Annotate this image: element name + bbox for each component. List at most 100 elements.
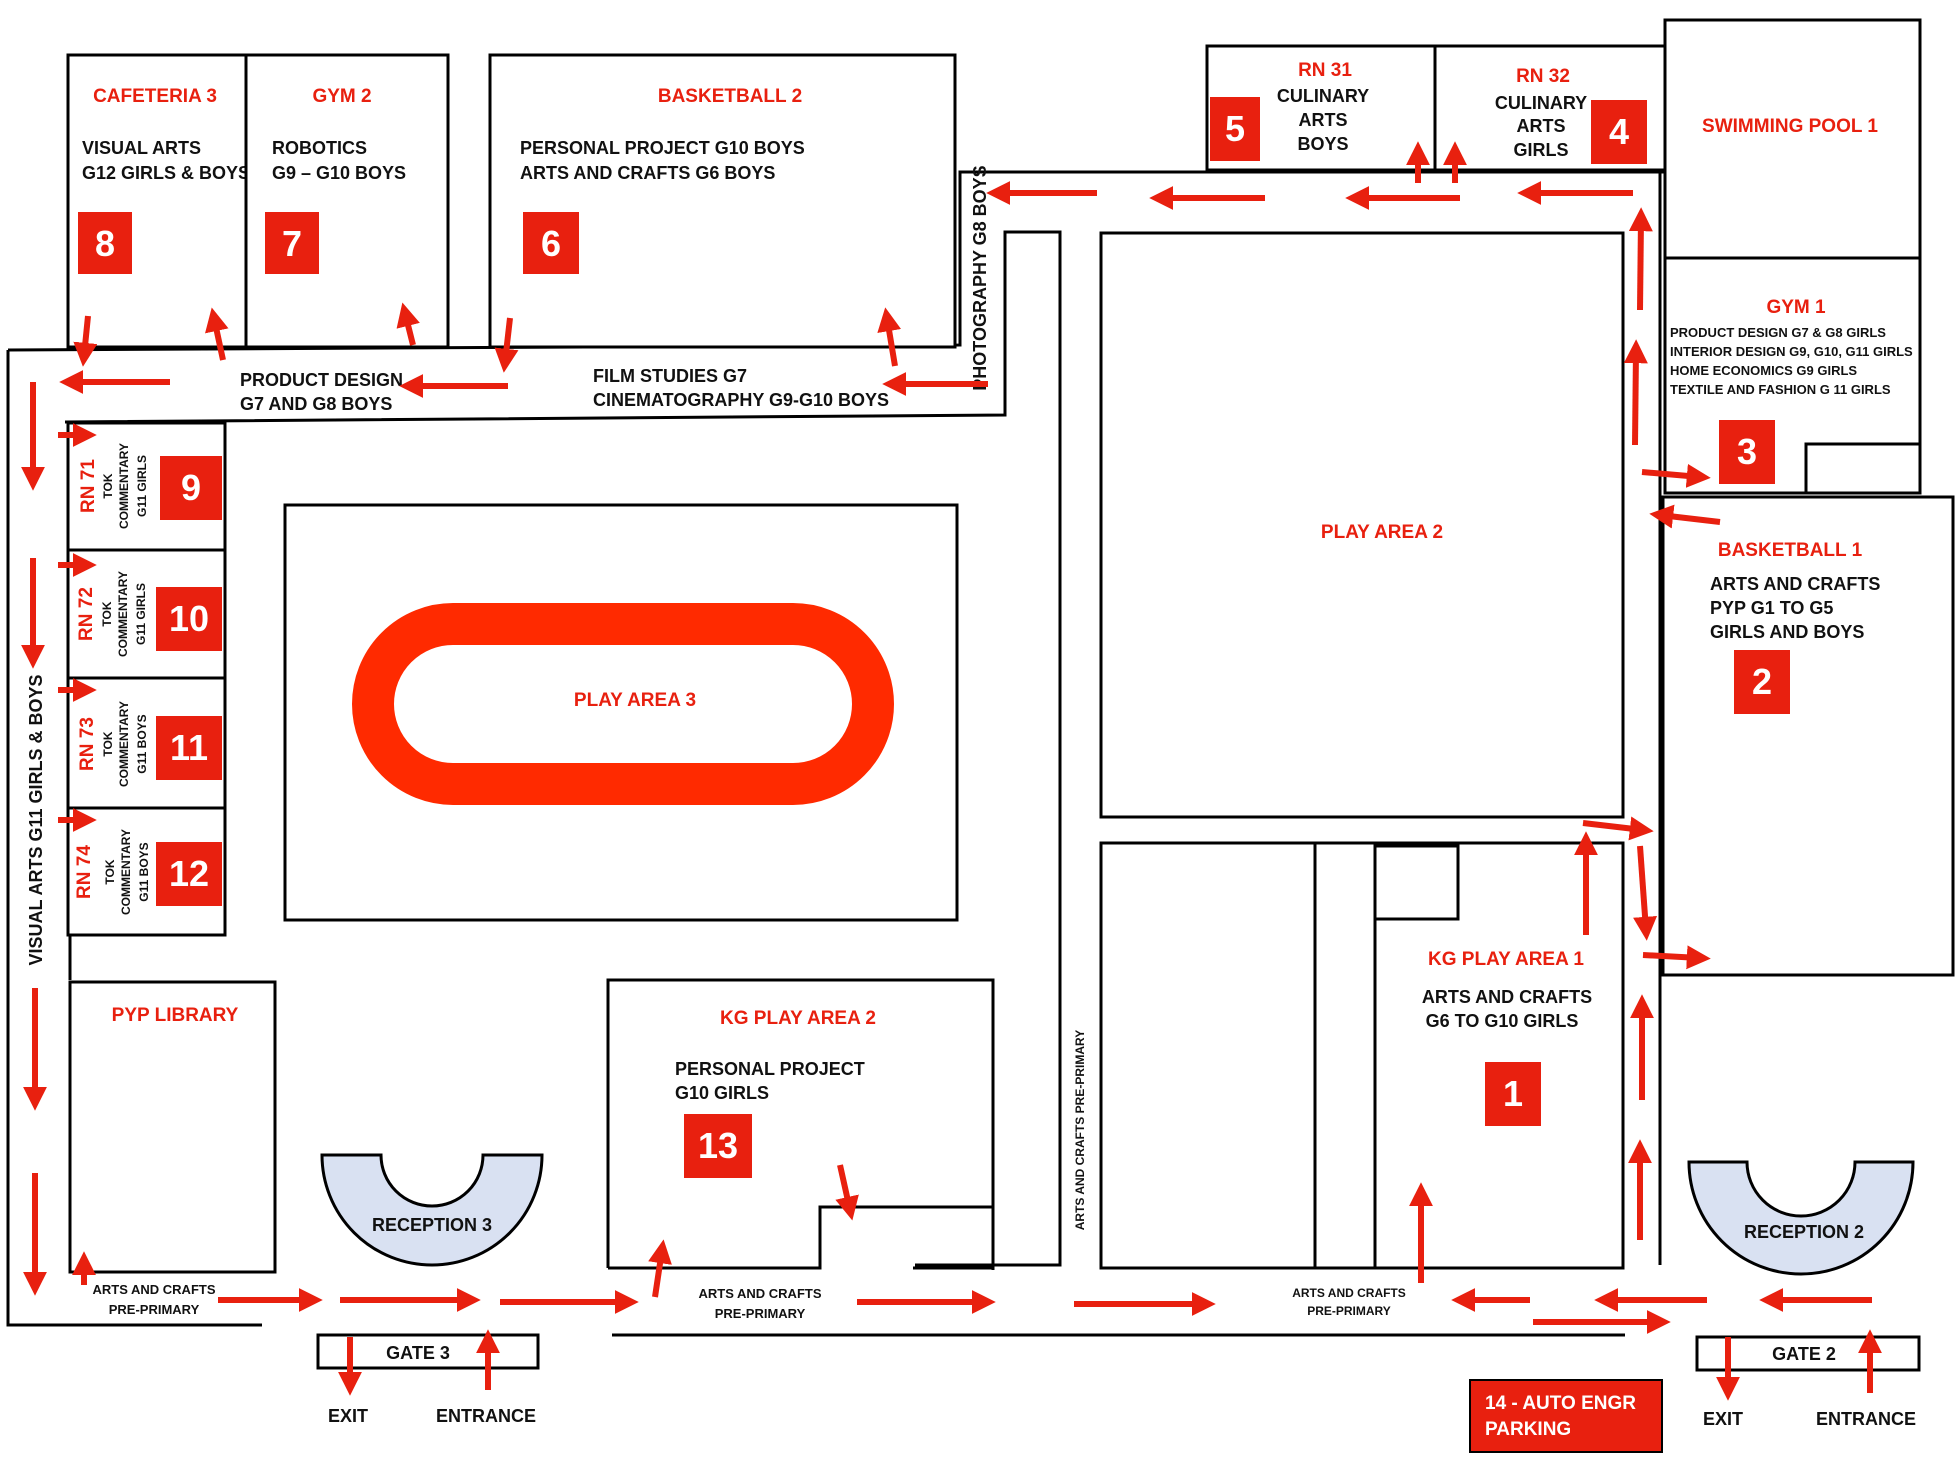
gate-2-exit-label: EXIT [1703,1409,1743,1429]
svg-text:ARTS: ARTS [1299,110,1348,130]
svg-text:GATE 3: GATE 3 [386,1343,450,1363]
corridor-label-bottom-mid-1: ARTS AND CRAFTS [698,1286,821,1301]
gate-3: GATE 3 EXIT ENTRANCE [316,1333,540,1426]
svg-text:PERSONAL PROJECT: PERSONAL PROJECT [675,1059,865,1079]
corridor-label-visual-arts-g11: VISUAL ARTS G11 GIRLS & BOYS [26,674,46,965]
svg-text:TOK: TOK [101,473,115,498]
room-gym-1: GYM 1 PRODUCT DESIGN G7 & G8 GIRLS INTER… [1663,256,1922,495]
svg-text:RN 73: RN 73 [77,717,98,771]
svg-text:1: 1 [1503,1073,1523,1114]
corridor-label-bottom-right-1: ARTS AND CRAFTS [1292,1286,1406,1300]
room-rn-71: RN 71 TOK COMMENTARY G11 GIRLS 9 [66,421,227,552]
room-swimming-pool-1: SWIMMING POOL 1 [1663,18,1922,260]
svg-text:G6 TO G10 GIRLS: G6 TO G10 GIRLS [1426,1011,1579,1031]
svg-text:VISUAL ARTS: VISUAL ARTS [82,138,201,158]
svg-text:4: 4 [1609,111,1629,152]
svg-text:PERSONAL PROJECT G10 BOYS: PERSONAL PROJECT G10 BOYS [520,138,805,158]
svg-text:PYP LIBRARY: PYP LIBRARY [112,1005,239,1026]
svg-text:11: 11 [170,727,208,768]
svg-text:ARTS AND CRAFTS: ARTS AND CRAFTS [1422,987,1592,1007]
room-pyp-library: PYP LIBRARY [68,980,277,1274]
svg-text:KG PLAY AREA 1: KG PLAY AREA 1 [1428,949,1584,970]
svg-text:ARTS AND CRAFTS G6 BOYS: ARTS AND CRAFTS G6 BOYS [520,163,775,183]
corridor-wall-outer-top [6,350,262,1327]
arrow-right [1582,816,1654,841]
svg-text:13: 13 [698,1125,738,1166]
svg-text:G11 GIRLS: G11 GIRLS [135,455,149,517]
svg-text:G11 BOYS: G11 BOYS [135,714,149,773]
svg-text:GYM 2: GYM 2 [312,86,371,107]
svg-text:GIRLS AND BOYS: GIRLS AND BOYS [1710,622,1864,642]
arrow-up [205,307,229,361]
svg-text:COMMENTARY: COMMENTARY [117,701,131,787]
svg-text:RN 32: RN 32 [1516,66,1570,87]
svg-text:ARTS AND CRAFTS: ARTS AND CRAFTS [1710,574,1880,594]
svg-text:INTERIOR DESIGN G9, G10, G11 G: INTERIOR DESIGN G9, G10, G11 GIRLS [1670,344,1913,359]
room-basketball-2: BASKETBALL 2 PERSONAL PROJECT G10 BOYS A… [488,53,957,349]
room-kg-play-area-1: KG PLAY AREA 1 ARTS AND CRAFTS G6 TO G10… [1099,841,1625,1270]
corridor-label-bottom-left-2: PRE-PRIMARY [109,1302,200,1317]
svg-text:TOK: TOK [103,859,117,884]
svg-text:BASKETBALL 2: BASKETBALL 2 [658,86,802,107]
corridor-wall-top [7,170,1665,352]
svg-text:CULINARY: CULINARY [1495,93,1587,113]
gate-2-entrance-label: ENTRANCE [1816,1409,1916,1429]
svg-text:ROBOTICS: ROBOTICS [272,138,367,158]
corridor-label-bottom-mid-2: PRE-PRIMARY [715,1306,806,1321]
svg-text:TOK: TOK [101,731,115,756]
direction-arrows [21,141,1882,1401]
svg-text:PLAY AREA 2: PLAY AREA 2 [1321,522,1443,543]
svg-text:RN 72: RN 72 [76,587,97,641]
corridor-label-bottom-left-1: ARTS AND CRAFTS [92,1282,215,1297]
svg-text:CAFETERIA 3: CAFETERIA 3 [93,86,217,107]
svg-text:HOME ECONOMICS G9 GIRLS: HOME ECONOMICS G9 GIRLS [1670,363,1857,378]
corridor-label-photography: PHOTOGRAPHY G8 BOYS [970,165,990,390]
svg-text:9: 9 [181,467,201,508]
room-rn-31: RN 31 CULINARY ARTS BOYS 5 [1205,44,1437,172]
svg-text:G10 GIRLS: G10 GIRLS [675,1083,769,1103]
arrow-left [1649,504,1721,529]
svg-text:5: 5 [1225,108,1245,149]
svg-text:PARKING: PARKING [1485,1419,1571,1440]
svg-text:BOYS: BOYS [1297,134,1348,154]
parking-auto-engr: 14 - AUTO ENGR PARKING [1469,1379,1663,1453]
arrow-up [1628,207,1653,311]
svg-text:G9 – G10 BOYS: G9 – G10 BOYS [272,163,406,183]
room-rn-73: RN 73 TOK COMMENTARY G11 BOYS 11 [66,676,227,810]
svg-text:KG PLAY AREA 2: KG PLAY AREA 2 [720,1008,876,1029]
svg-text:ARTS: ARTS [1517,116,1566,136]
svg-text:RECEPTION 3: RECEPTION 3 [372,1215,492,1235]
svg-text:PYP G1 TO G5: PYP G1 TO G5 [1710,598,1833,618]
corridor-label-product-design-2: G7 AND G8 BOYS [240,394,392,414]
svg-text:12: 12 [169,853,209,894]
svg-text:7: 7 [282,223,302,264]
svg-text:2: 2 [1752,661,1772,702]
svg-text:RN 74: RN 74 [74,845,95,899]
corridor-label-product-design-1: PRODUCT DESIGN [240,370,403,390]
arrow-down [494,317,519,373]
svg-text:G12 GIRLS & BOYS: G12 GIRLS & BOYS [82,163,250,183]
play-area-2: PLAY AREA 2 [1099,231,1625,819]
play-area-3: PLAY AREA 3 [283,503,959,922]
corridor-label-film-2: CINEMATOGRAPHY G9-G10 BOYS [593,390,889,410]
corridor-label-bottom-right-2: PRE-PRIMARY [1307,1304,1391,1318]
corridor-wall-inner-top [64,230,1062,1267]
svg-text:6: 6 [541,223,561,264]
room-rn-32: RN 32 CULINARY ARTS GIRLS 4 [1433,44,1667,172]
svg-text:BASKETBALL 1: BASKETBALL 1 [1718,540,1863,561]
svg-text:PLAY AREA 3: PLAY AREA 3 [574,690,696,711]
room-kg-play-area-2: KG PLAY AREA 2 PERSONAL PROJECT G10 GIRL… [606,978,995,1270]
svg-text:TOK: TOK [100,601,114,626]
arrow-right [1641,463,1711,488]
gate-3-exit-label: EXIT [328,1406,368,1426]
arrow-up [396,302,420,346]
svg-text:COMMENTARY: COMMENTARY [117,443,131,529]
corridor-label-film-1: FILM STUDIES G7 [593,366,747,386]
svg-text:GATE 2: GATE 2 [1772,1344,1836,1364]
svg-text:PRODUCT DESIGN G7 & G8 GIRLS: PRODUCT DESIGN G7 & G8 GIRLS [1670,325,1886,340]
arrow-down [73,315,98,367]
arrow-up [877,307,902,367]
svg-text:TEXTILE AND FASHION G 11 GIRLS: TEXTILE AND FASHION G 11 GIRLS [1670,382,1891,397]
reception-3: RECEPTION 3 [320,1153,544,1267]
